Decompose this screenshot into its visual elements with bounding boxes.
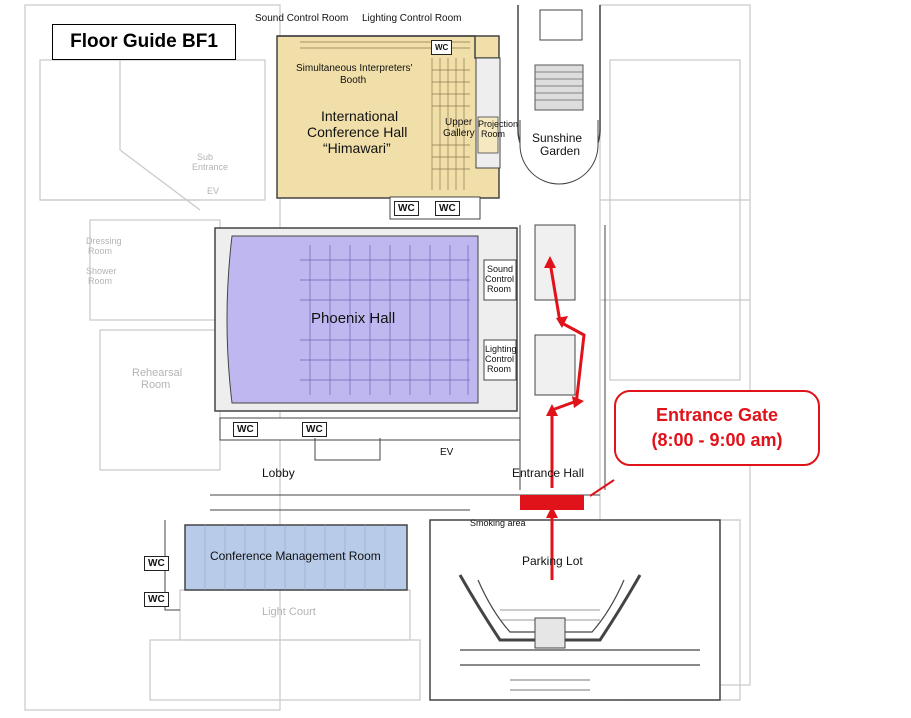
label-sound-control-room-top: Sound Control Room (255, 13, 349, 24)
label-shower-room: Room (88, 276, 113, 286)
label-international: International (321, 108, 399, 124)
label-sub: Sub (197, 152, 214, 162)
label-sunshine: Sunshine (532, 131, 583, 145)
label-lighting: Lighting (485, 344, 517, 354)
label-rehearsal: Rehearsal (132, 367, 183, 379)
arrowheads (544, 256, 584, 518)
label-entrance-hall: Entrance Hall (512, 466, 585, 480)
phoenix-hall (214, 227, 521, 441)
wc-marker: WC (394, 201, 419, 216)
label-shower: Shower (86, 266, 117, 276)
entrance-gate-label: Entrance Gate (655, 405, 779, 425)
label-lighting-control-room-top: Lighting Control Room (362, 13, 462, 24)
label-dressing: Dressing (86, 236, 122, 246)
label-lobby: Lobby (262, 466, 295, 480)
route-arrows (548, 261, 586, 580)
label-sub-entrance: Entrance (192, 162, 229, 172)
entrance-gate-callout: Entrance Gate (8:00 - 9:00 am) (614, 390, 820, 466)
wc-marker: WC (435, 201, 460, 216)
label-smoking-area: Smoking area (470, 518, 526, 528)
wc-marker: WC (144, 556, 169, 571)
label-ev: EV (440, 447, 454, 458)
label-rehearsal-room: Room (141, 379, 171, 391)
label-garden: Garden (540, 144, 581, 158)
label-sound-control: Control (485, 274, 515, 284)
entrance-gate-hours: (8:00 - 9:00 am) (651, 430, 783, 450)
label-conference-management-room: Conference Management Room (210, 549, 381, 563)
conference-management-room (164, 520, 408, 611)
label-projection: Projection (478, 119, 519, 129)
floor-guide-title: Floor Guide BF1 (52, 24, 236, 60)
wc-marker: WC (431, 40, 453, 55)
sunshine-garden (517, 5, 601, 185)
parking-lot (429, 519, 721, 701)
label-conference-hall: Conference Hall (307, 124, 408, 140)
label-booth: Booth (340, 75, 367, 86)
label-sound: Sound (487, 264, 514, 274)
label-parking-lot: Parking Lot (522, 554, 583, 568)
label-gallery: Gallery (443, 128, 475, 139)
label-sound-room: Room (487, 284, 512, 294)
callout-pointer (589, 479, 615, 497)
lobby-area (210, 224, 606, 511)
label-himawari: “Himawari” (323, 140, 391, 156)
wc-marker: WC (233, 422, 258, 437)
label-lighting-room: Room (487, 364, 512, 374)
label-interpreters: Simultaneous Interpreters' (296, 63, 413, 74)
label-upper: Upper (445, 117, 473, 128)
entrance-gate-marker (520, 495, 584, 510)
wc-marker: WC (144, 592, 169, 607)
international-conference-hall (276, 35, 501, 220)
label-phoenix-hall: Phoenix Hall (311, 310, 396, 327)
label-projection-room: Room (481, 129, 506, 139)
wc-marker: WC (302, 422, 327, 437)
label-dressing-room: Room (88, 246, 113, 256)
label-lighting-control: Control (485, 354, 515, 364)
label-light-court: Light Court (262, 606, 316, 618)
label-ev-faint: EV (207, 186, 220, 196)
